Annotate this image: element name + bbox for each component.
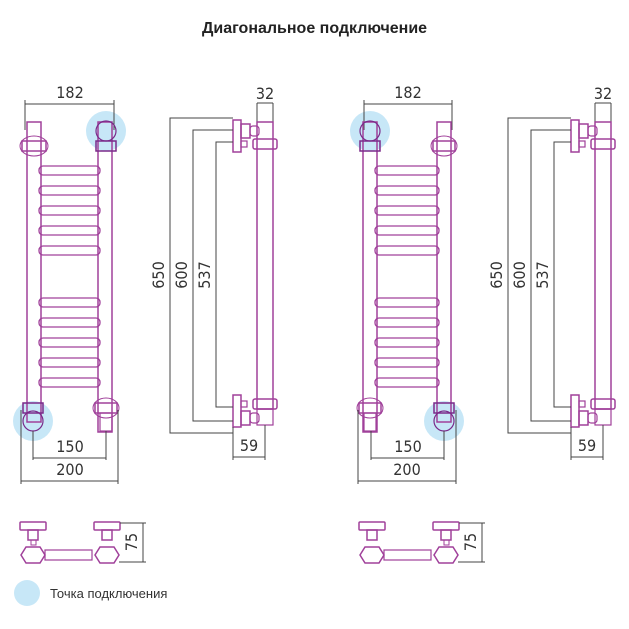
front-view-1: 182 150 200 (13, 83, 126, 484)
right-rail (97, 121, 113, 433)
rung (38, 225, 101, 236)
rung (38, 245, 101, 256)
side-view-1: 32 650 600 537 59 (149, 84, 278, 460)
page-title: Диагональное подключение (201, 20, 428, 37)
rung (38, 337, 101, 348)
dim-label-182: 182 (394, 83, 421, 102)
dim-line-537 (215, 141, 233, 408)
legend: Точка подключения (14, 580, 167, 606)
dim-label-32: 32 (256, 84, 274, 103)
rung (38, 165, 101, 176)
left-rail (26, 121, 42, 423)
rung (38, 357, 101, 368)
rungs (374, 165, 440, 388)
dim-label-650: 650 (487, 261, 506, 288)
top-view-1: 75 (19, 521, 146, 564)
dim-label-75: 75 (461, 533, 480, 551)
connection-point-circle-icon (14, 580, 40, 606)
side-pipe (256, 121, 274, 410)
nut-icon (21, 140, 47, 152)
dim-label-650: 650 (149, 261, 168, 288)
rung (38, 317, 101, 328)
rung (38, 297, 101, 308)
dim-label-182: 182 (56, 83, 83, 102)
nut-icon (432, 140, 456, 152)
rung (374, 165, 440, 176)
side-view-2: 32 650 600 537 59 (487, 84, 616, 460)
rung (374, 205, 440, 216)
rung (38, 185, 101, 196)
rung (374, 317, 440, 328)
dim-label-32: 32 (594, 84, 612, 103)
connection-point-top-right (86, 111, 126, 151)
dim-label-537: 537 (195, 261, 214, 288)
dim-label-150: 150 (56, 437, 83, 456)
dim-label-75: 75 (122, 533, 141, 551)
dim-label-59: 59 (240, 436, 258, 455)
legend-label: Точка подключения (50, 585, 168, 601)
right-rail (436, 121, 452, 423)
rungs (38, 165, 101, 388)
dim-line-600 (192, 129, 233, 422)
dim-label-150: 150 (394, 437, 421, 456)
rung (374, 185, 440, 196)
rung (374, 377, 440, 388)
dim-label-537: 537 (533, 261, 552, 288)
dim-line-650 (169, 117, 233, 434)
rung (374, 245, 440, 256)
nut-icon (22, 402, 44, 414)
rung (38, 377, 101, 388)
dim-label-200: 200 (56, 460, 83, 479)
top-view-2: 75 (358, 521, 485, 564)
nut-icon (433, 402, 455, 414)
rung (374, 225, 440, 236)
rung (374, 297, 440, 308)
rung (38, 205, 101, 216)
connection-point-top-left (350, 111, 390, 151)
dim-label-59: 59 (578, 436, 596, 455)
dim-label-200: 200 (393, 460, 420, 479)
dim-label-600: 600 (510, 261, 529, 288)
dim-label-600: 600 (172, 261, 191, 288)
rung (374, 357, 440, 368)
rung (374, 337, 440, 348)
front-view-2: 182 150 200 (350, 83, 464, 484)
left-rail (362, 121, 378, 433)
